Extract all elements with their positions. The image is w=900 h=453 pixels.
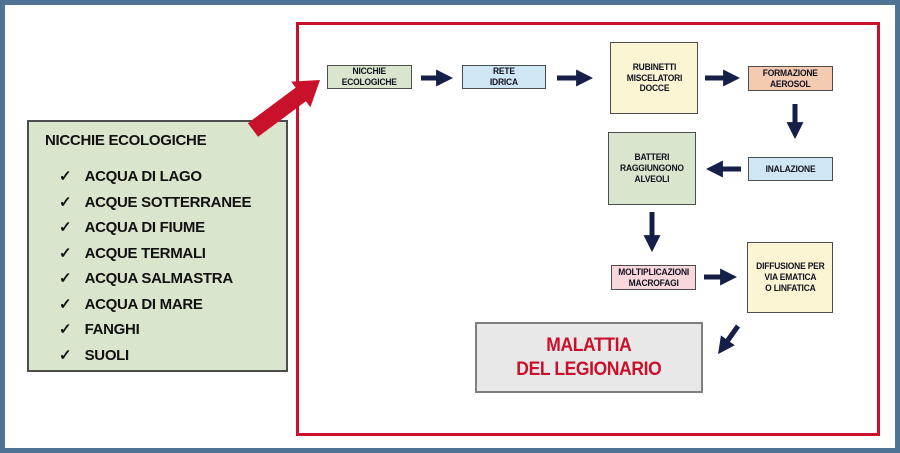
- list-item-label: ACQUE TERMALI: [84, 244, 206, 262]
- list-item: ✓ ACQUE SOTTERRANEE: [59, 193, 286, 211]
- node-rete-idrica: RETE IDRICA: [462, 65, 546, 89]
- check-icon: ✓: [59, 346, 72, 364]
- list-item: ✓ ACQUA SALMASTRA: [59, 271, 286, 287]
- check-icon: ✓: [59, 219, 72, 236]
- list-item-label: ACQUA DI MARE: [84, 295, 203, 313]
- node-label: NICCHIE ECOLOGICHE: [341, 66, 397, 87]
- list-item-label: ACQUA SALMASTRA: [84, 270, 234, 287]
- list-item: ✓ SUOLI: [59, 346, 286, 364]
- node-label: RETE IDRICA: [489, 66, 519, 87]
- legend-list: ✓ ACQUA DI LAGO ✓ ACQUE SOTTERRANEE ✓ AC…: [29, 169, 286, 364]
- node-moltiplicazioni-macrofagi: MOLTIPLICAZIONI MACROFAGI: [611, 265, 696, 290]
- check-icon: ✓: [59, 193, 72, 211]
- node-label: MALATTIA DEL LEGIONARIO: [516, 334, 662, 380]
- list-item-label: ACQUE SOTTERRANEE: [84, 193, 252, 211]
- node-inalazione: INALAZIONE: [748, 157, 833, 181]
- node-label: FORMAZIONE AEROSOL: [763, 67, 818, 89]
- node-label: BATTERI RAGGIUNGONO ALVEOLI: [620, 152, 684, 184]
- list-item: ✓ ACQUA DI LAGO: [59, 169, 286, 185]
- list-item-label: FANGHI: [84, 321, 140, 338]
- node-batteri-raggiungono-alveoli: BATTERI RAGGIUNGONO ALVEOLI: [608, 132, 696, 205]
- list-item: ✓ ACQUA DI FIUME: [59, 220, 286, 236]
- node-malattia-del-legionario: MALATTIA DEL LEGIONARIO: [475, 322, 703, 393]
- list-item-label: ACQUA DI FIUME: [84, 219, 206, 236]
- node-rubinetti-miscelatori-docce: RUBINETTI MISCELATORI DOCCE: [610, 42, 698, 114]
- list-item: ✓ ACQUE TERMALI: [59, 244, 286, 262]
- list-item-label: ACQUA DI LAGO: [84, 168, 203, 185]
- list-item: ✓ FANGHI: [59, 322, 286, 338]
- node-label: INALAZIONE: [765, 163, 816, 174]
- check-icon: ✓: [59, 270, 72, 287]
- node-formazione-aerosol: FORMAZIONE AEROSOL: [748, 66, 833, 91]
- node-label: MOLTIPLICAZIONI MACROFAGI: [618, 266, 689, 288]
- check-icon: ✓: [59, 321, 72, 338]
- node-nicchie-ecologiche: NICCHIE ECOLOGICHE: [327, 65, 412, 89]
- check-icon: ✓: [59, 295, 72, 313]
- list-item: ✓ ACQUA DI MARE: [59, 295, 286, 313]
- node-label: DIFFUSIONE PER VIA EMATICA O LINFATICA: [755, 261, 825, 293]
- node-diffusione-ematica-linfatica: DIFFUSIONE PER VIA EMATICA O LINFATICA: [747, 242, 833, 313]
- list-item-label: SUOLI: [84, 346, 130, 364]
- node-label: RUBINETTI MISCELATORI DOCCE: [626, 61, 682, 94]
- ecological-niches-box: NICCHIE ECOLOGICHE ✓ ACQUA DI LAGO ✓ ACQ…: [27, 120, 288, 372]
- legend-title: NICCHIE ECOLOGICHE: [45, 132, 207, 149]
- check-icon: ✓: [59, 244, 72, 262]
- check-icon: ✓: [59, 168, 72, 185]
